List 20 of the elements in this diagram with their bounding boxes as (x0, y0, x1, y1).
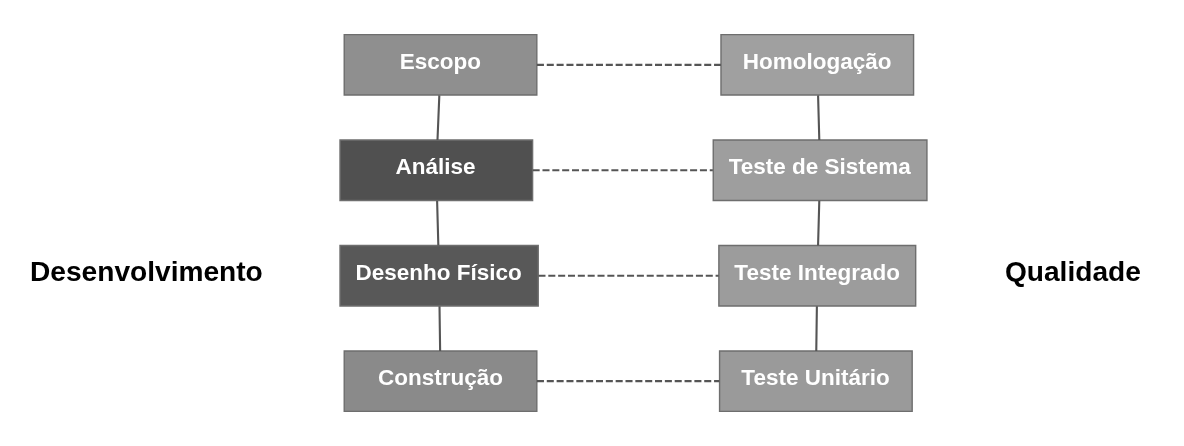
connector (438, 306, 442, 351)
connector (436, 95, 441, 141)
node-box: Teste Unitário (718, 350, 913, 413)
connector (817, 95, 821, 141)
connector (532, 169, 713, 172)
node-box: Teste de Sistema (712, 139, 928, 202)
connector (536, 380, 720, 383)
node-box: Escopo (343, 33, 538, 96)
connector (538, 274, 719, 277)
node-box: Construção (343, 350, 538, 413)
connector (436, 200, 440, 246)
connector (536, 63, 721, 66)
node-box: Análise (339, 139, 534, 202)
node-box: Homologação (720, 33, 915, 96)
label: Qualidade (1004, 256, 1141, 288)
node-box: Desenho Físico (339, 244, 539, 307)
connector (817, 200, 821, 246)
node-box: Teste Integrado (718, 244, 917, 307)
label: Desenvolvimento (30, 256, 263, 288)
connector (815, 306, 818, 351)
